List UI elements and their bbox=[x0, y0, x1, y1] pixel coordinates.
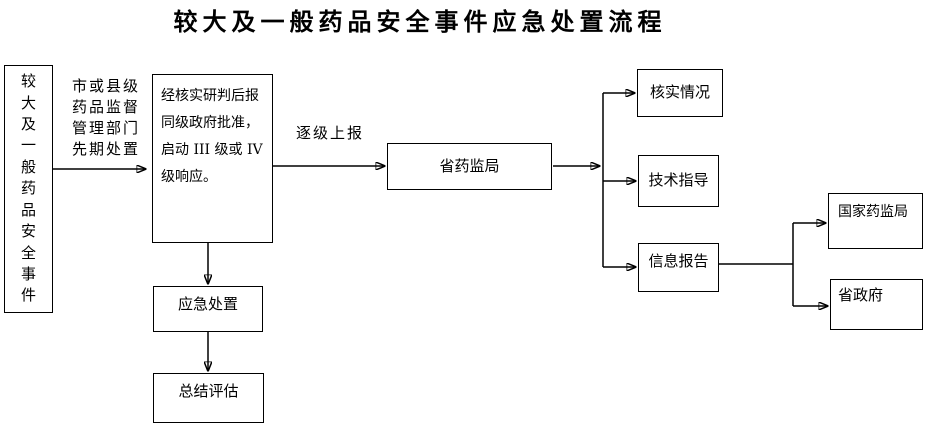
node-verify: 核实情况 bbox=[637, 69, 723, 117]
node-provincial-bureau: 省药监局 bbox=[387, 143, 552, 190]
node-incident: 较大及一般药品安全事件 bbox=[4, 65, 53, 313]
node-guidance: 技术指导 bbox=[638, 155, 719, 207]
node-incident-label: 较大及一般药品安全事件 bbox=[20, 72, 36, 305]
page-title: 较大及一般药品安全事件应急处置流程 bbox=[173, 7, 667, 36]
node-emergency: 应急处置 bbox=[153, 286, 263, 332]
node-provincial-gov: 省政府 bbox=[830, 279, 923, 330]
node-national-bureau: 国家药监局 bbox=[828, 193, 923, 249]
node-summary: 总结评估 bbox=[153, 373, 264, 423]
edge-label-level-report: 逐级上报 bbox=[296, 124, 365, 142]
node-approval: 经核实研判后报 同级政府批准， 启动 III 级或 IV 级响应。 bbox=[152, 74, 273, 243]
node-report: 信息报告 bbox=[638, 243, 719, 292]
edge-label-initial-disposal: 市或县级 药品监督 管理部门 先期处置 bbox=[72, 77, 141, 158]
